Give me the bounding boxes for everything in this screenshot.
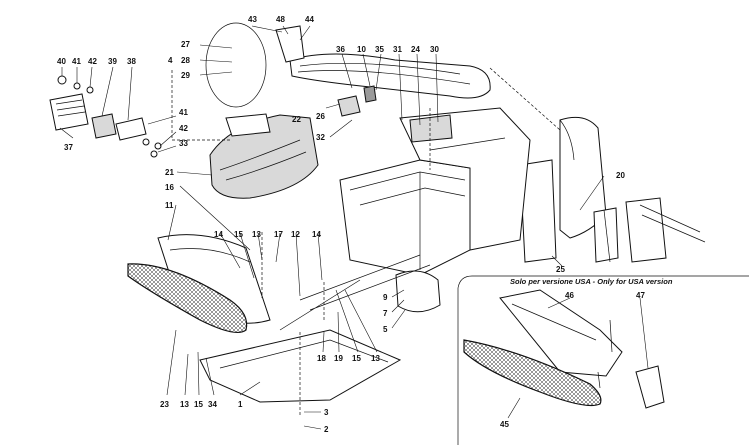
callout-37: 37 [64, 143, 73, 152]
callout-13: 13 [180, 400, 189, 409]
callout-29: 29 [181, 71, 190, 80]
callout-16: 16 [165, 183, 174, 192]
callout-45: 45 [500, 420, 509, 429]
callout-15: 15 [234, 230, 243, 239]
callout-2: 2 [324, 425, 329, 434]
callout-27: 27 [181, 40, 190, 49]
callout-26: 26 [316, 112, 325, 121]
callout-41: 41 [72, 57, 81, 66]
callout-32: 32 [316, 133, 325, 142]
callout-4: 4 [168, 56, 173, 65]
callout-44: 44 [305, 15, 314, 24]
rear-trim-panels [519, 116, 706, 263]
callout-30: 30 [430, 45, 439, 54]
assembly-lines [171, 22, 561, 415]
callout-14: 14 [214, 230, 223, 239]
callout-10: 10 [357, 45, 366, 54]
callout-20: 20 [616, 171, 625, 180]
callout-33: 33 [179, 139, 188, 148]
leader-lines [59, 25, 649, 430]
usa-version-note: Solo per versione USA - Only for USA ver… [510, 277, 673, 286]
callout-1: 1 [238, 400, 243, 409]
callout-36: 36 [336, 45, 345, 54]
callout-19: 19 [334, 354, 343, 363]
undertray-panel [199, 329, 402, 403]
callout-35: 35 [375, 45, 384, 54]
callout-38: 38 [127, 57, 136, 66]
callout-34: 34 [208, 400, 217, 409]
callout-40: 40 [57, 57, 66, 66]
callout-13: 13 [371, 354, 380, 363]
callout-42: 42 [88, 57, 97, 66]
callout-22: 22 [292, 115, 301, 124]
callout-43: 43 [248, 15, 257, 24]
callout-15: 15 [352, 354, 361, 363]
callout-41: 41 [179, 108, 188, 117]
callout-42: 42 [179, 124, 188, 133]
callout-5: 5 [383, 325, 388, 334]
callout-39: 39 [108, 57, 117, 66]
callout-3: 3 [324, 408, 329, 417]
callout-12: 12 [291, 230, 300, 239]
callout-18: 18 [317, 354, 326, 363]
callout-14: 14 [312, 230, 321, 239]
left-small-parts [49, 75, 162, 158]
left-intake-cover [209, 113, 319, 199]
callout-46: 46 [565, 291, 574, 300]
usa-version-inset [457, 275, 749, 445]
callout-25: 25 [556, 265, 565, 274]
callout-7: 7 [383, 309, 388, 318]
callout-9: 9 [383, 293, 388, 302]
callout-11: 11 [165, 201, 174, 210]
callout-47: 47 [636, 291, 645, 300]
left-side-panel [127, 234, 271, 333]
callout-13: 13 [252, 230, 261, 239]
callout-31: 31 [393, 45, 402, 54]
central-frame [279, 107, 531, 331]
callout-48: 48 [276, 15, 285, 24]
callout-labels: 40 41 42 39 38 37 41 42 33 27 4 28 29 43… [57, 15, 673, 434]
engine-cover-assembly [275, 25, 491, 117]
callout-17: 17 [274, 230, 283, 239]
callout-24: 24 [411, 45, 420, 54]
callout-28: 28 [181, 56, 190, 65]
callout-15: 15 [194, 400, 203, 409]
callout-21: 21 [165, 168, 174, 177]
callout-23: 23 [160, 400, 169, 409]
